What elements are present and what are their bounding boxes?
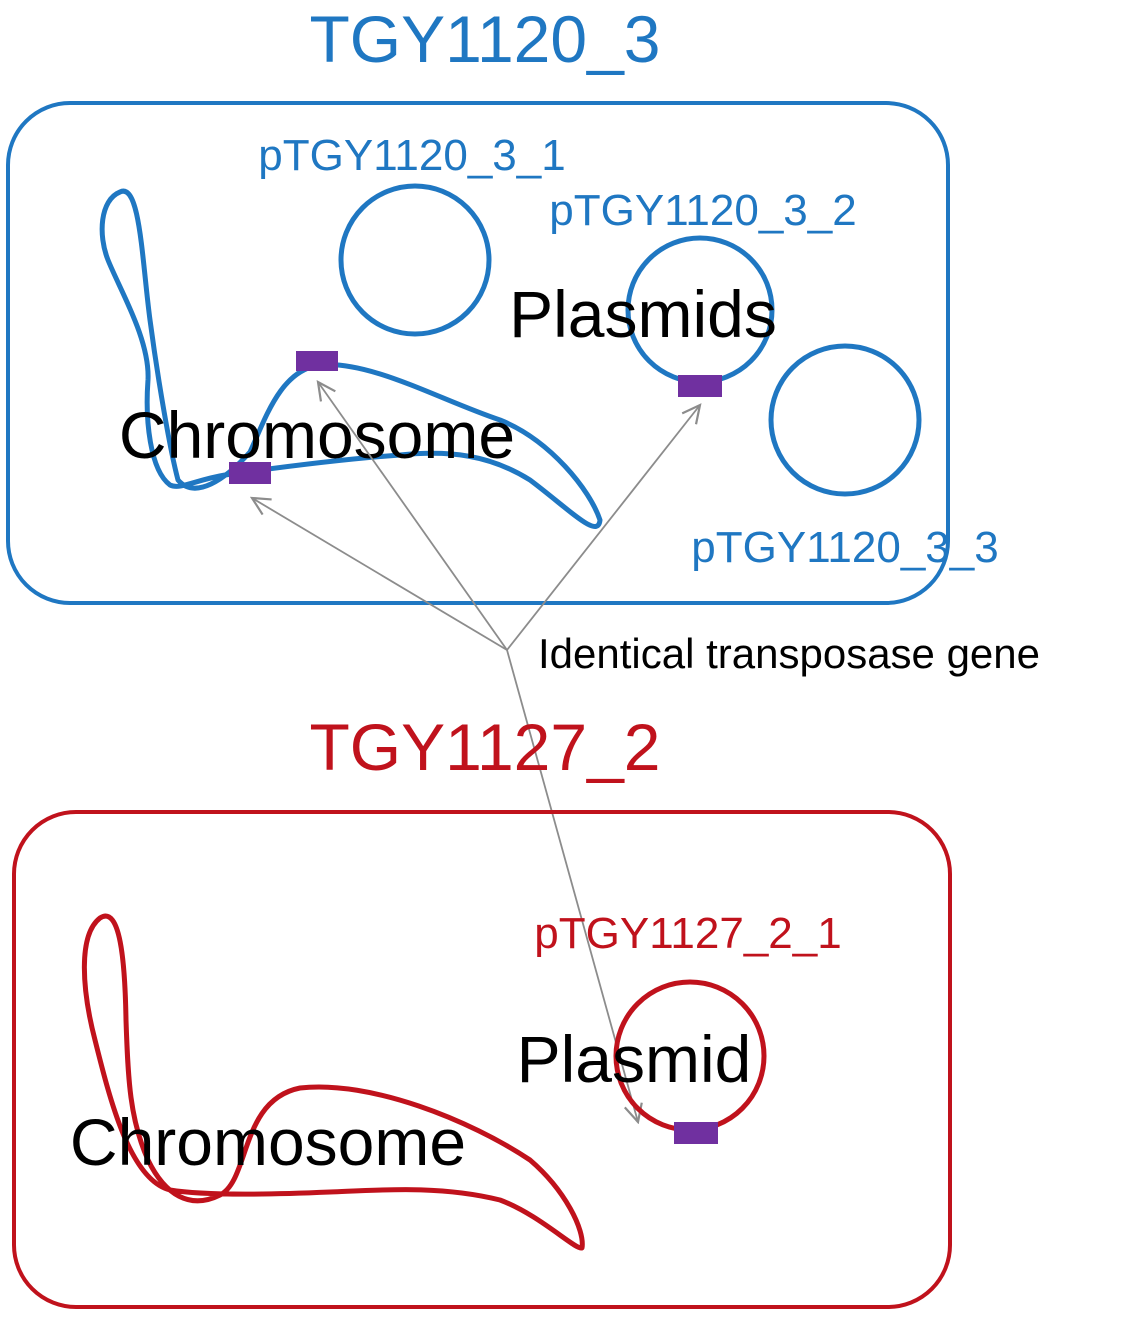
arrow-to-chromosome-gene-1 <box>318 382 508 651</box>
plasmid-label-pTGY1120_3_1: pTGY1120_3_1 <box>258 131 565 180</box>
plasmid-label-pTGY1120_3_3: pTGY1120_3_3 <box>691 523 998 572</box>
strain2-title: TGY1127_2 <box>309 710 660 784</box>
transposase-gene-marker <box>296 351 338 371</box>
strain1-chromosome <box>99 188 603 529</box>
strain2-chromosome-label: Chromosome <box>70 1105 466 1179</box>
strain1-plasmids-label: Plasmids <box>509 277 777 351</box>
arrow-to-plasmid-gene <box>506 405 700 651</box>
transposase-gene-marker <box>674 1122 718 1144</box>
plasmid-label-pTGY1127_2_1: pTGY1127_2_1 <box>534 909 841 958</box>
strain1-cell-boundary <box>6 101 950 605</box>
annotation-label: Identical transposase gene <box>538 630 1040 677</box>
strain2-plasmid-label: Plasmid <box>517 1022 752 1096</box>
strain1-chromosome-label: Chromosome <box>119 398 515 472</box>
strain1-title: TGY1120_3 <box>309 2 660 76</box>
strain2-chromosome <box>81 913 585 1251</box>
strain2-cell-boundary <box>12 810 952 1309</box>
arrow-to-chromosome-gene-2 <box>252 498 508 651</box>
transposase-gene-marker <box>229 462 271 484</box>
transposase-gene-marker <box>678 375 722 397</box>
plasmid-circle-pTGY1120_3_1 <box>338 183 492 337</box>
plasmid-circle-pTGY1120_3_3 <box>768 343 922 497</box>
plasmid-label-pTGY1120_3_2: pTGY1120_3_2 <box>549 186 856 235</box>
